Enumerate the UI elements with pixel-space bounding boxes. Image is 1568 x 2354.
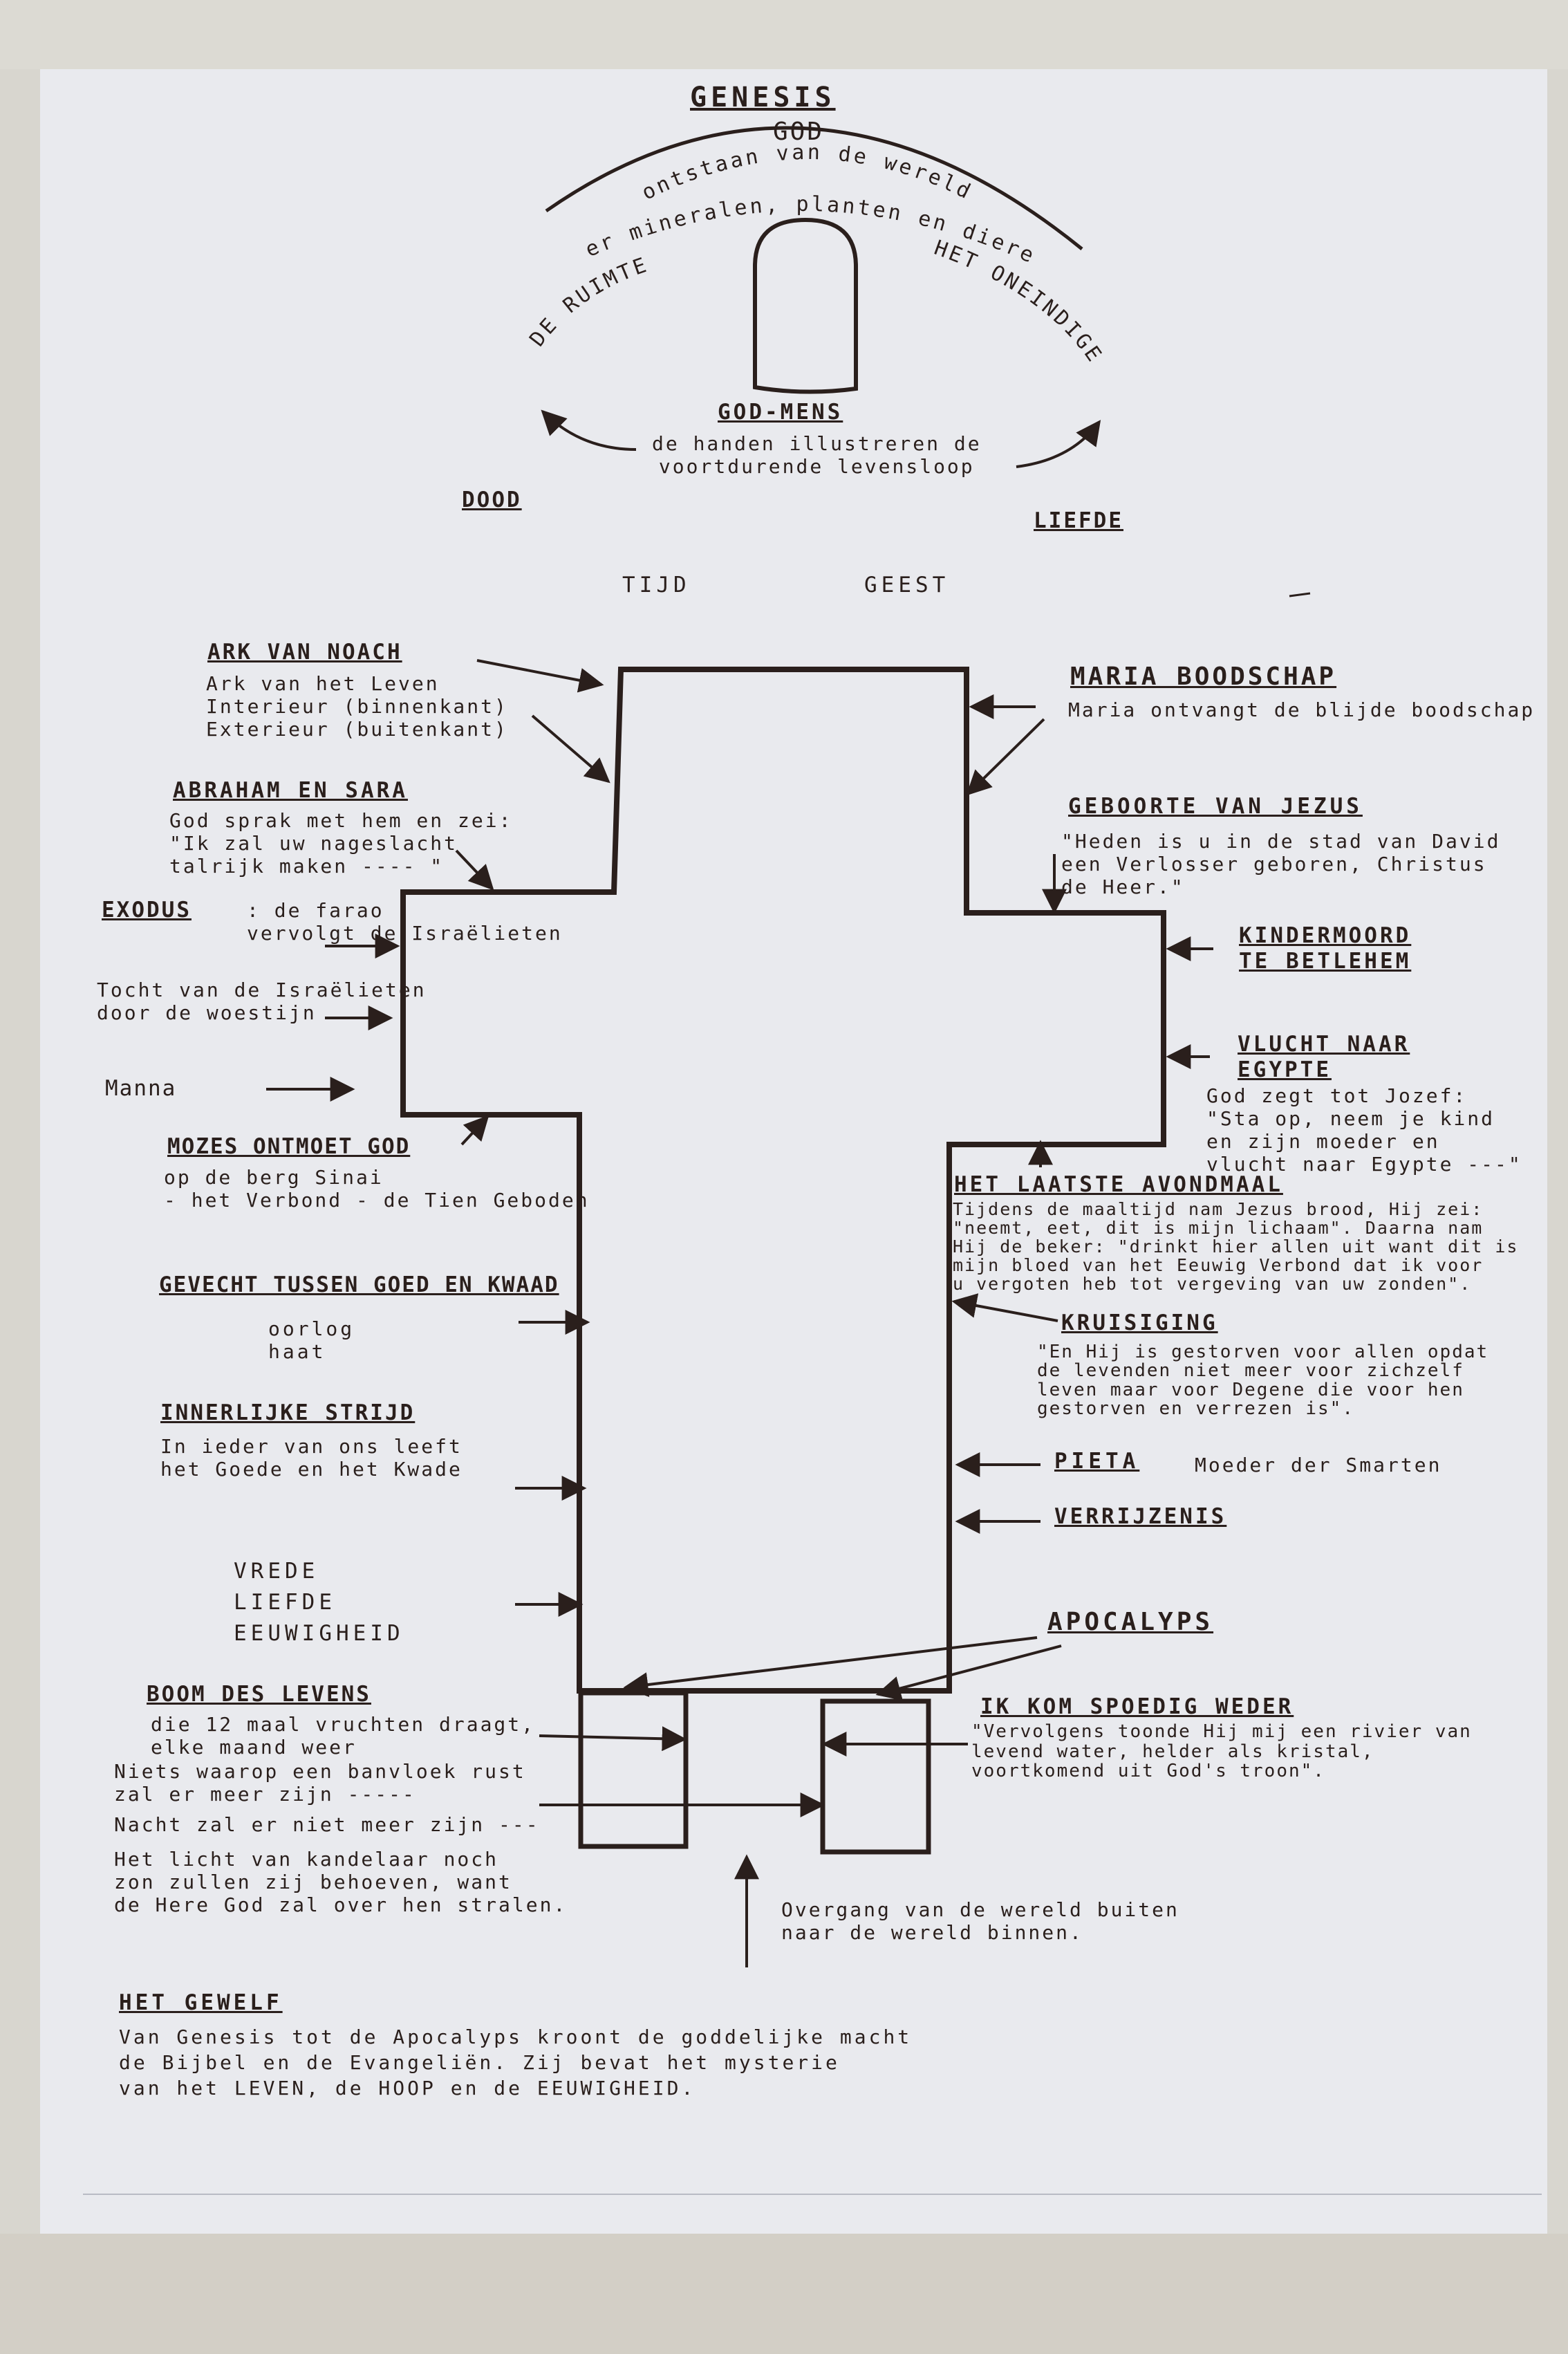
- innerlijke-heading: INNERLIJKE STRIJD: [160, 1400, 416, 1425]
- board-top-edge: [0, 0, 1568, 69]
- maria-heading: MARIA BOODSCHAP: [1070, 662, 1337, 691]
- dash-mark: [1289, 592, 1311, 597]
- arrow-maria-2: [966, 718, 1045, 796]
- exodus-text: : de farao vervolgt de Israëlieten: [247, 899, 563, 945]
- innerlijke-text: In ieder van ons leeft het Goede en het …: [160, 1435, 463, 1481]
- ik-kom-text: "Vervolgens toonde Hij mij een rivier va…: [971, 1721, 1472, 1782]
- god-mens-heading: GOD-MENS: [718, 400, 843, 425]
- arc-text-line2: der mineralen, planten en dieren: [0, 0, 1040, 269]
- arrow-apocalyps-left: [623, 1636, 1038, 1697]
- nacht-text: Nacht zal er niet meer zijn ---: [114, 1813, 540, 1836]
- gevecht-text: oorlog haat: [268, 1317, 355, 1364]
- paper-bottom-line: [83, 2194, 1542, 2195]
- vlucht-heading: VLUCHT NAAR EGYPTE: [1238, 1032, 1410, 1082]
- licht-text: Het licht van kandelaar noch zon zullen …: [114, 1848, 568, 1917]
- gewelf-heading: HET GEWELF: [119, 1990, 283, 2015]
- pieta-heading: PIETA: [1054, 1449, 1140, 1474]
- hand-arrow-right: [1016, 420, 1101, 468]
- arrow-kruisiging: [951, 1293, 1058, 1322]
- hand-arrow-left: [541, 409, 637, 451]
- overgang-text: Overgang van de wereld buiten naar de we…: [781, 1898, 1179, 1945]
- geboorte-text: "Heden is u in de stad van David een Ver…: [1061, 830, 1501, 899]
- kruisiging-heading: KRUISIGING: [1061, 1310, 1218, 1335]
- ik-kom-heading: IK KOM SPOEDIG WEDER: [980, 1694, 1294, 1719]
- arrow-boom: [539, 1726, 687, 1752]
- god-mens-text: de handen illustreren de voortdurende le…: [652, 432, 982, 479]
- label-dood: DOOD: [462, 488, 522, 512]
- pieta-text: Moeder der Smarten: [1195, 1454, 1442, 1476]
- paper-sheet: [40, 69, 1547, 2234]
- title-genesis: GENESIS: [690, 82, 836, 113]
- mozes-heading: MOZES ONTMOET GOD: [167, 1134, 411, 1159]
- vlucht-text: God zegt tot Jozef: "Sta op, neem je kin…: [1206, 1084, 1522, 1176]
- abraham-heading: ABRAHAM EN SARA: [173, 778, 408, 803]
- board-bottom-edge: [0, 2234, 1568, 2354]
- avondmaal-heading: HET LAATSTE AVONDMAAL: [954, 1172, 1283, 1197]
- foot-box-right: [820, 1698, 931, 1855]
- arc-text-left: DE RUIMTE: [525, 252, 652, 351]
- heaven-arc: [545, 126, 1083, 250]
- arrow-abraham: [455, 849, 494, 891]
- arrow-mozes: [460, 1115, 489, 1146]
- gewelf-text: Van Genesis tot de Apocalyps kroont de g…: [119, 2026, 913, 2100]
- cross-outline: [400, 667, 1166, 1694]
- abraham-text: God sprak met hem en zei: "Ik zal uw nag…: [169, 809, 513, 878]
- boom-text: die 12 maal vruchten draagt, elke maand …: [151, 1713, 536, 1759]
- verrijzenis-heading: VERRIJZENIS: [1054, 1504, 1227, 1529]
- label-liefde: LIEFDE: [1034, 508, 1123, 533]
- mozes-text: op de berg Sinai - het Verbond - de Tien…: [164, 1166, 590, 1212]
- boom-heading: BOOM DES LEVENS: [147, 1682, 371, 1707]
- maria-text: Maria ontvangt de blijde boodschap: [1068, 698, 1536, 721]
- apocalyps-heading: APOCALYPS: [1047, 1608, 1214, 1636]
- geboorte-heading: GEBOORTE VAN JEZUS: [1068, 794, 1363, 819]
- tocht-text: Tocht van de Israëlieten door de woestij…: [97, 979, 427, 1025]
- exodus-heading: EXODUS: [102, 898, 192, 923]
- banvloek-text: Niets waarop een banvloek rust zal er me…: [114, 1760, 526, 1806]
- arrow-ark: [476, 659, 604, 693]
- foot-box-left: [578, 1690, 689, 1849]
- kindermoord-heading: KINDERMOORD TE BETLEHEM: [1239, 923, 1412, 974]
- title-god: GOD: [773, 118, 825, 146]
- ark-heading: ARK VAN NOACH: [207, 640, 402, 665]
- kruisiging-text: "En Hij is gestorven voor allen opdat de…: [1037, 1342, 1489, 1419]
- label-geest: GEEST: [864, 573, 950, 597]
- manna-text: Manna: [105, 1076, 177, 1101]
- gravestone-shape: [753, 217, 858, 394]
- gevecht-heading: GEVECHT TUSSEN GOED EN KWAAD: [159, 1272, 559, 1297]
- vrede-liefde-eeuwigheid: VREDE LIEFDE EEUWIGHEID: [234, 1559, 404, 1646]
- label-tijd: TIJD: [622, 573, 691, 597]
- avondmaal-text: Tijdens de maaltijd nam Jezus brood, Hij…: [953, 1199, 1519, 1294]
- arrow-ark-2: [531, 714, 610, 784]
- ark-text: Ark van het Leven Interieur (binnenkant)…: [206, 672, 508, 741]
- arrow-apocalyps-right: [875, 1644, 1062, 1701]
